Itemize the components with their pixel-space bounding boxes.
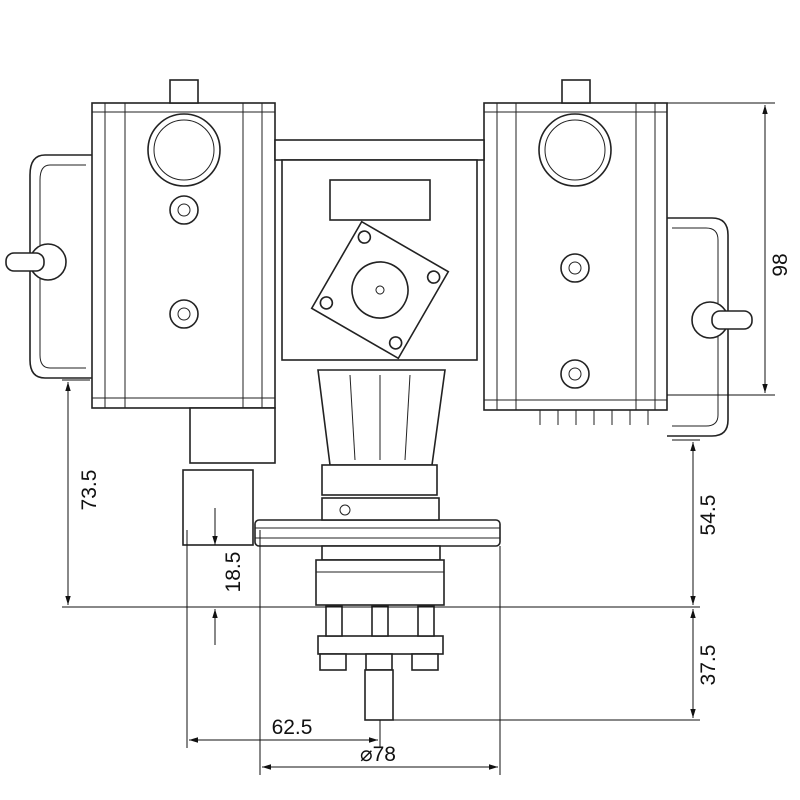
dimension-lines: [65, 105, 768, 770]
carburetor: [310, 220, 450, 360]
dim-diameter: ⌀78: [360, 743, 396, 766]
right-cylinder: [483, 79, 753, 437]
left-cylinder: [5, 79, 276, 409]
dim-left-height: 73.5: [78, 470, 101, 511]
dim-half-width: 62.5: [272, 716, 313, 739]
dim-shaft-height: 37.5: [697, 645, 720, 686]
dim-right-height: 54.5: [697, 495, 720, 536]
dim-overall-height: 98: [769, 253, 792, 276]
extension-lines: [62, 102, 775, 775]
dim-gear-offset: 18.5: [222, 552, 245, 593]
gear: [254, 497, 501, 547]
hub-and-shaft: [315, 545, 445, 721]
